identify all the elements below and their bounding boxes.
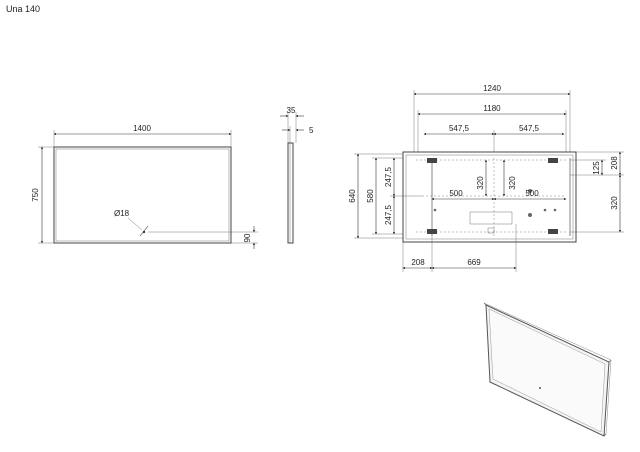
driver-box [469,211,513,225]
back-v-right-label: 320 [508,176,517,190]
back-v-left-label: 320 [476,176,485,190]
mirror-back-inner [405,154,574,240]
hook-bottom-left [427,229,437,234]
mirror-back-outline [402,151,577,243]
back-top-right-label: 208 [610,156,619,170]
front-width-label: 1400 [133,124,151,133]
side-depth-label: 35 [287,106,296,115]
side-view: 35 5 [280,106,314,244]
back-bottom-left-label: 208 [411,258,425,267]
back-upper-half-label: 247,5 [384,166,393,187]
side-inner-label: 5 [309,126,314,135]
back-height-inner-label: 580 [366,189,375,203]
back-right-lower-label: 320 [610,196,619,210]
hook-top-left [427,158,437,163]
back-mid-left-label: 500 [449,189,463,198]
back-half-left-label: 547,5 [449,124,470,133]
mirror-side-outline [287,142,294,244]
page-title: Una 140 [6,4,41,14]
screw-icon [528,189,532,193]
bottom-offset-label: 90 [243,233,252,242]
back-view: 1240 1180 547,5 547,5 640 580 247,5 247,… [348,84,624,272]
perspective-view [483,302,612,437]
front-view: 1400 750 Ø18 90 [31,124,258,249]
back-top-right-small-label: 125 [592,161,601,175]
screw-icon [528,213,532,217]
back-inner-width-label: 1180 [483,104,501,113]
hook-bottom-right [548,229,558,234]
connector-box [487,227,495,234]
back-outer-width-label: 1240 [483,84,501,93]
back-lower-half-label: 247,5 [384,204,393,225]
button-diameter-label: Ø18 [114,209,130,218]
back-height-outer-label: 640 [348,189,357,203]
back-bottom-mid-label: 669 [467,258,481,267]
touch-button-icon [539,387,541,389]
mirror-front-outline [53,146,232,244]
mirror-front-inner [55,148,230,242]
front-height-label: 750 [31,188,40,202]
back-mid-right-label: 500 [525,189,539,198]
hook-top-right [548,158,558,163]
back-half-right-label: 547,5 [519,124,540,133]
